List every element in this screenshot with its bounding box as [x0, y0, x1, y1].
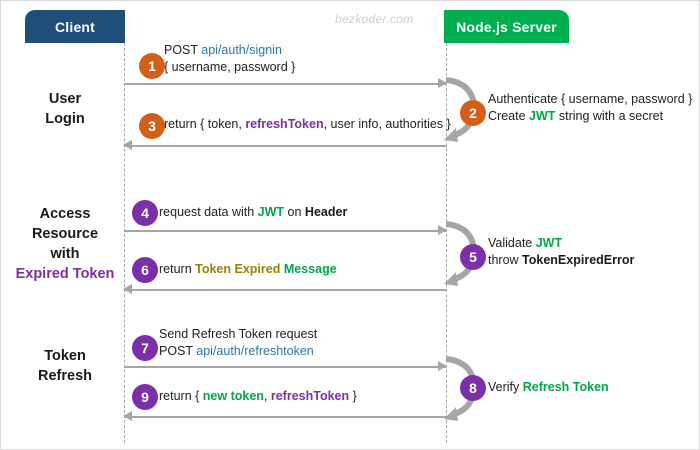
arrow-head-icon — [123, 411, 132, 421]
arrow-shaft — [124, 366, 446, 368]
arrow-head-icon — [123, 140, 132, 150]
watermark-text: bezkoder.com — [335, 12, 414, 26]
arrow-head-icon — [438, 225, 447, 235]
message-arrow-to-client — [123, 140, 446, 150]
step-text-6: return Token Expired Message — [159, 261, 337, 278]
step-text-line: { username, password } — [164, 59, 295, 76]
step-text-line: POST api/auth/refreshtoken — [159, 343, 317, 360]
step-text-token: Message — [283, 262, 337, 276]
step-text-token: Refresh Token — [522, 380, 609, 394]
phase-label-line: Login — [45, 111, 85, 127]
actor-client-header: Client — [25, 10, 125, 43]
lifeline-client — [124, 43, 125, 443]
step-text-token: JWT — [257, 205, 285, 219]
phase-label-line: Refresh — [38, 368, 92, 384]
actor-server-header: Node.js Server — [444, 10, 569, 43]
step-badge-2: 2 — [460, 100, 486, 126]
step-text-token: new token — [202, 389, 264, 403]
step-badge-4: 4 — [132, 200, 158, 226]
message-arrow-to-server — [124, 225, 447, 235]
arrow-head-icon — [123, 284, 132, 294]
step-badge-8: 8 — [460, 375, 486, 401]
arrow-head-icon — [438, 361, 447, 371]
lifeline-server — [446, 43, 447, 443]
step-text-line: return { token, refreshToken, user info,… — [164, 116, 451, 133]
step-text-token: TokenExpiredError — [522, 253, 635, 267]
phase-label-line: Token — [44, 348, 86, 364]
step-text-token: Authenticate { username, password } — [488, 92, 693, 106]
arrow-shaft — [124, 416, 446, 418]
step-text-token: } — [349, 389, 357, 403]
arrow-shaft — [124, 145, 446, 147]
step-text-token: api/auth/refreshtoken — [196, 344, 314, 358]
step-text-token: Header — [304, 205, 348, 219]
message-arrow-to-server — [124, 361, 447, 371]
step-text-8: Verify Refresh Token — [488, 379, 609, 396]
step-text-token: Verify — [488, 380, 523, 394]
step-text-9: return { new token, refreshToken } — [159, 388, 357, 405]
phase-label-line: Access — [39, 206, 91, 222]
message-arrow-to-client — [123, 411, 446, 421]
step-text-token: Validate — [488, 236, 536, 250]
step-text-line: Create JWT string with a secret — [488, 108, 692, 125]
step-text-3: return { token, refreshToken, user info,… — [164, 116, 451, 133]
message-arrow-to-client — [123, 284, 446, 294]
step-text-token: return — [159, 262, 196, 276]
step-text-token: throw — [488, 253, 523, 267]
step-text-line: return { new token, refreshToken } — [159, 388, 357, 405]
step-text-token: on — [284, 205, 305, 219]
step-badge-1: 1 — [139, 53, 165, 79]
step-badge-9: 9 — [132, 384, 158, 410]
step-text-token: refreshToken — [270, 389, 350, 403]
step-text-line: Validate JWT — [488, 235, 634, 252]
step-badge-6: 6 — [132, 257, 158, 283]
step-text-token: Create — [488, 109, 529, 123]
phase-label-line: User — [48, 91, 82, 107]
phase-label-line: with — [50, 246, 80, 262]
step-text-token: POST — [164, 43, 202, 57]
step-badge-7: 7 — [132, 335, 158, 361]
step-badge-5: 5 — [460, 244, 486, 270]
step-text-token: , — [263, 389, 271, 403]
step-text-token: Token Expired — [195, 262, 281, 276]
step-text-line: return Token Expired Message — [159, 261, 337, 278]
step-text-4: request data with JWT on Header — [159, 204, 347, 221]
step-text-token: JWT — [535, 236, 563, 250]
step-text-line: Verify Refresh Token — [488, 379, 609, 396]
step-text-token: JWT — [529, 109, 556, 123]
arrow-shaft — [124, 230, 446, 232]
actor-server-label: Node.js Server — [456, 18, 557, 35]
step-text-token: { username, password } — [164, 60, 296, 74]
arrow-head-icon — [438, 78, 447, 88]
arrow-shaft — [124, 289, 446, 291]
step-text-2: Authenticate { username, password } Creat… — [488, 91, 692, 125]
phase-label-line: Expired Token — [15, 266, 115, 282]
step-text-1: POST api/auth/signin{ username, password… — [164, 42, 295, 76]
step-text-token: return { — [159, 389, 203, 403]
step-badge-3: 3 — [139, 113, 165, 139]
arrow-shaft — [124, 83, 446, 85]
step-text-token: POST — [159, 344, 197, 358]
step-text-token: refreshToken — [245, 117, 324, 131]
step-text-line: request data with JWT on Header — [159, 204, 347, 221]
step-text-token: string with a secret — [555, 109, 664, 123]
step-text-token: api/auth/signin — [201, 43, 282, 57]
step-text-token: Send Refresh Token request — [159, 327, 318, 341]
step-text-token: , user info, authorities } — [323, 117, 451, 131]
phase-label-line: Resource — [31, 226, 99, 242]
step-text-line: Send Refresh Token request — [159, 326, 317, 343]
step-text-token: return { token, — [164, 117, 246, 131]
message-arrow-to-server — [124, 78, 447, 88]
step-text-line: POST api/auth/signin — [164, 42, 295, 59]
step-text-token: request data with — [159, 205, 258, 219]
step-text-line: throw TokenExpiredError — [488, 252, 634, 269]
actor-client-label: Client — [54, 18, 96, 35]
step-text-line: Authenticate { username, password } — [488, 91, 692, 108]
